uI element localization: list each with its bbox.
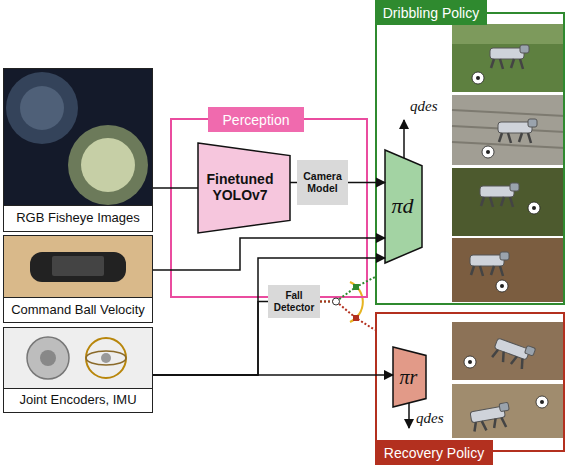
input-panel: Command Ball Velocity xyxy=(3,235,153,323)
block-label: Finetuned YOLOv7 xyxy=(198,172,290,203)
photo xyxy=(452,238,565,302)
fisheye-lens xyxy=(68,125,148,205)
output-label: qdes xyxy=(410,98,438,115)
input-panel: Joint Encoders, IMU xyxy=(3,327,153,413)
connector xyxy=(153,258,385,375)
photo xyxy=(452,384,565,438)
connector xyxy=(153,238,385,270)
gyroscope-symbol xyxy=(86,338,126,378)
panel-label: Command Ball Velocity xyxy=(4,297,152,322)
connector xyxy=(153,374,393,376)
switch-pivot xyxy=(333,298,340,305)
photo xyxy=(452,24,565,44)
box-label: Camera Model xyxy=(297,171,348,195)
group-title: Recovery Policy xyxy=(375,440,493,465)
trapezoid-outline xyxy=(198,143,290,233)
trapezoid-outline xyxy=(385,150,422,263)
module-group: PerceptionFinetuned YOLOv7Camera Model xyxy=(170,118,368,298)
robot xyxy=(498,119,537,143)
trapezoid-outline xyxy=(393,347,426,407)
photo xyxy=(452,322,565,380)
fisheye-image xyxy=(3,68,153,207)
robot xyxy=(469,402,512,432)
connector xyxy=(153,187,198,189)
block-label: πd xyxy=(391,194,415,219)
ball xyxy=(464,356,476,368)
motor-symbol xyxy=(27,337,69,379)
motor-symbol xyxy=(40,350,56,366)
photo xyxy=(452,24,565,92)
box-label: Fall Detector xyxy=(268,290,320,312)
detector-box: Fall Detector xyxy=(268,285,320,318)
stairs xyxy=(452,110,565,148)
policy-group: Recovery Policyπr xyxy=(375,312,565,452)
switch-mark xyxy=(353,284,359,290)
fisheye-lens xyxy=(81,138,135,192)
gyroscope-symbol xyxy=(86,351,126,365)
output-label: qdes xyxy=(416,410,444,427)
policy-network: πr xyxy=(393,347,426,407)
controller-symbol xyxy=(30,252,126,282)
panel-label: Joint Encoders, IMU xyxy=(4,388,152,412)
photo xyxy=(452,95,565,165)
ball xyxy=(528,202,540,214)
block-label: πr xyxy=(400,366,420,388)
fisheye-lens xyxy=(20,86,64,130)
group-title: Perception xyxy=(208,107,304,132)
photo xyxy=(452,168,565,236)
connector xyxy=(153,302,268,376)
switch-arc xyxy=(350,282,363,322)
input-panel: RGB Fisheye Images xyxy=(3,68,153,232)
controller-image xyxy=(3,235,153,298)
controller-screen xyxy=(52,256,104,276)
output-arrow xyxy=(408,403,410,428)
sensor-image xyxy=(3,327,153,390)
policy-network: πd xyxy=(385,150,422,263)
group-title: Dribbling Policy xyxy=(375,0,487,25)
gyroscope-symbol xyxy=(101,353,111,363)
robot xyxy=(491,335,536,371)
policy-group: Dribbling Policyπd xyxy=(375,12,565,305)
robot xyxy=(480,183,519,207)
connector xyxy=(320,302,375,331)
switch-mark xyxy=(353,315,359,321)
network-block: Finetuned YOLOv7 xyxy=(198,143,290,233)
fisheye-lens xyxy=(6,72,78,144)
output-arrow xyxy=(403,120,405,158)
model-box: Camera Model xyxy=(297,160,348,205)
robot xyxy=(470,252,509,276)
connector xyxy=(290,182,297,184)
ball xyxy=(536,396,548,408)
panel-label: RGB Fisheye Images xyxy=(4,205,152,231)
ball xyxy=(496,280,508,292)
ball xyxy=(482,146,494,158)
robot xyxy=(490,45,529,69)
ball xyxy=(472,72,484,84)
